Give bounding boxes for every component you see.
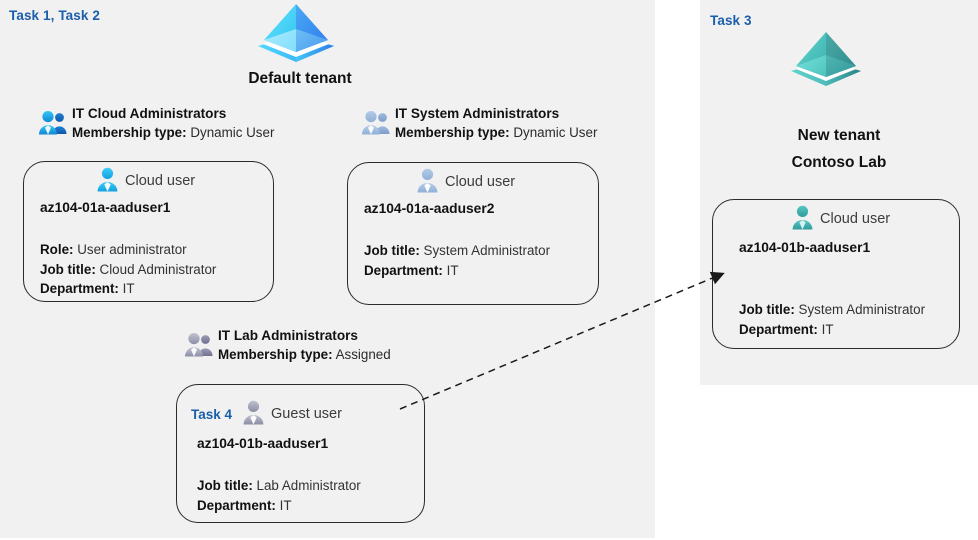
task-label-4: Task 4 [191,406,233,422]
azure-tenant-icon-blue [257,2,335,64]
user-type-label: Cloud user [125,173,196,189]
membership-label: Membership type: [395,125,510,140]
group-name: IT Cloud Administrators [72,106,227,121]
membership-label: Membership type: [72,125,187,140]
user-principal-name: az104-01a-aaduser2 [364,201,495,216]
property-row: Role: User administrator [40,242,187,257]
property-row: Department: IT [364,262,459,278]
cloud-user-icon [416,168,439,196]
group-users-icon [361,110,391,141]
property-row: Job title: System Administrator [364,243,551,258]
user-type-label: Guest user [271,406,342,422]
group-name: IT System Administrators [395,106,560,121]
group-it-cloud-administrators: IT Cloud Administrators Membership type:… [38,104,274,143]
property-row: Job title: Cloud Administrator [40,261,217,277]
membership-value: Assigned [335,347,391,362]
user-card-guest-aaduser1[interactable]: Task 4 Guest user az104-01b-aaduser1 Job… [176,384,425,523]
group-users-icon [184,332,214,363]
membership-value: Dynamic User [190,125,275,140]
user-card-contoso-aaduser1[interactable]: Cloud user az104-01b-aaduser1 Job title:… [712,199,960,349]
property-row: Department: IT [197,497,292,513]
group-membership: Membership type: Dynamic User [395,123,597,143]
task-label-3: Task 3 [710,13,752,28]
user-properties: Job title: System Administrator Departme… [364,241,550,280]
card-user-type-row: Cloud user [96,167,195,195]
azure-tenant-icon-teal [790,30,862,88]
property-row: Department: IT [739,321,834,337]
task-label-1-2: Task 1, Task 2 [9,8,100,23]
membership-value: Dynamic User [513,125,598,140]
group-it-system-administrators: IT System Administrators Membership type… [361,104,597,143]
group-name: IT Lab Administrators [218,328,358,343]
property-row: Department: IT [40,281,135,296]
property-row: Job title: System Administrator [739,302,926,317]
user-properties: Job title: System Administrator Departme… [739,300,925,339]
user-type-label: Cloud user [820,211,891,227]
user-principal-name: az104-01b-aaduser1 [197,436,329,451]
group-membership: Membership type: Dynamic User [72,123,274,143]
user-properties: Role: User administrator Job title: Clou… [40,240,216,299]
user-type-label: Cloud user [445,174,516,190]
card-user-type-row: Task 4 Guest user [191,400,342,428]
membership-label: Membership type: [218,347,333,362]
guest-user-icon [242,400,265,428]
group-it-lab-administrators: IT Lab Administrators Membership type: A… [184,326,391,365]
group-users-icon [38,110,68,141]
cloud-user-icon [791,205,814,233]
group-membership: Membership type: Assigned [218,345,391,365]
card-user-type-row: Cloud user [791,205,890,233]
new-tenant-caption-line2: Contoso Lab [791,154,887,171]
cloud-user-icon [96,167,119,195]
default-tenant-caption: Default tenant [248,70,352,87]
new-tenant-caption-line1: New tenant [797,127,881,144]
user-card-aaduser2[interactable]: Cloud user az104-01a-aaduser2 Job title:… [347,162,599,305]
user-principal-name: az104-01b-aaduser1 [739,240,871,255]
property-row: Job title: Lab Administrator [197,478,361,493]
default-tenant-panel [0,0,655,538]
user-properties: Job title: Lab Administrator Department:… [197,476,361,515]
user-principal-name: az104-01a-aaduser1 [40,200,171,215]
card-user-type-row: Cloud user [416,168,515,196]
user-card-aaduser1[interactable]: Cloud user az104-01a-aaduser1 Role: User… [23,161,274,302]
